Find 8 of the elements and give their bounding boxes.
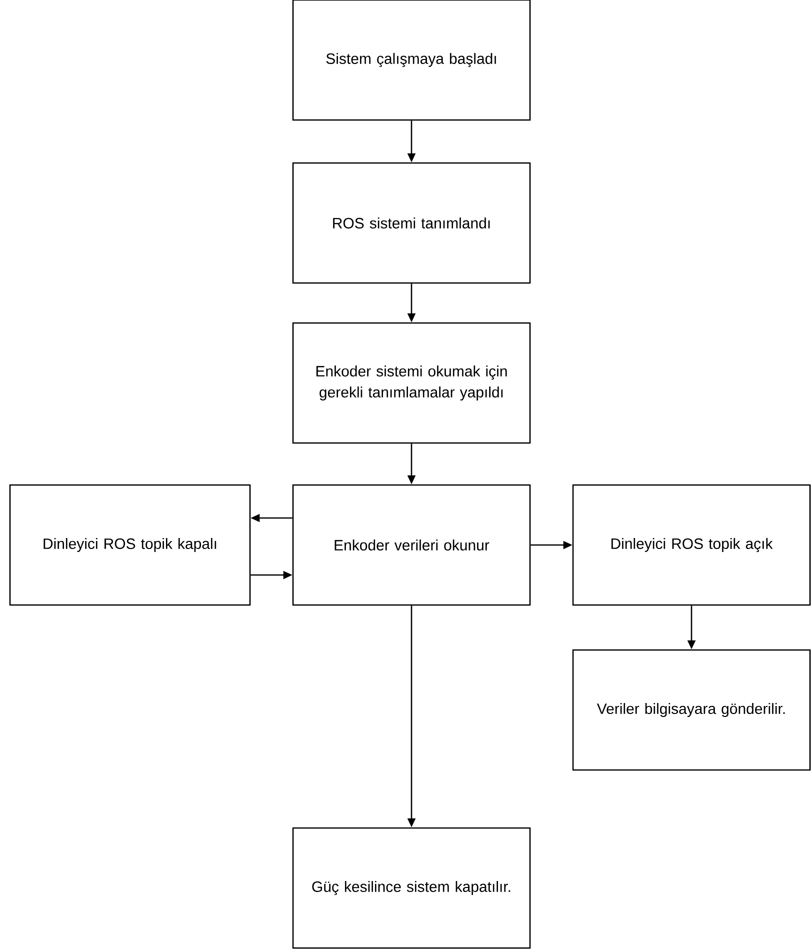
process-box: Dinleyici ROS topik kapalı: [9, 484, 251, 606]
process-box: Sistem çalışmaya başladı: [292, 0, 531, 121]
process-box: ROS sistemi tanımlandı: [292, 162, 531, 284]
process-box: Enkoder sistemi okumak için gerekli tanımlamalar yapıldı: [292, 322, 531, 444]
process-box: Veriler bilgisayara gönderilir.: [572, 649, 811, 771]
process-box: Enkoder verileri okunur: [292, 484, 531, 606]
process-box: Güç kesilince sistem kapatılır.: [292, 827, 531, 949]
process-box: Dinleyici ROS topik açık: [572, 484, 811, 606]
